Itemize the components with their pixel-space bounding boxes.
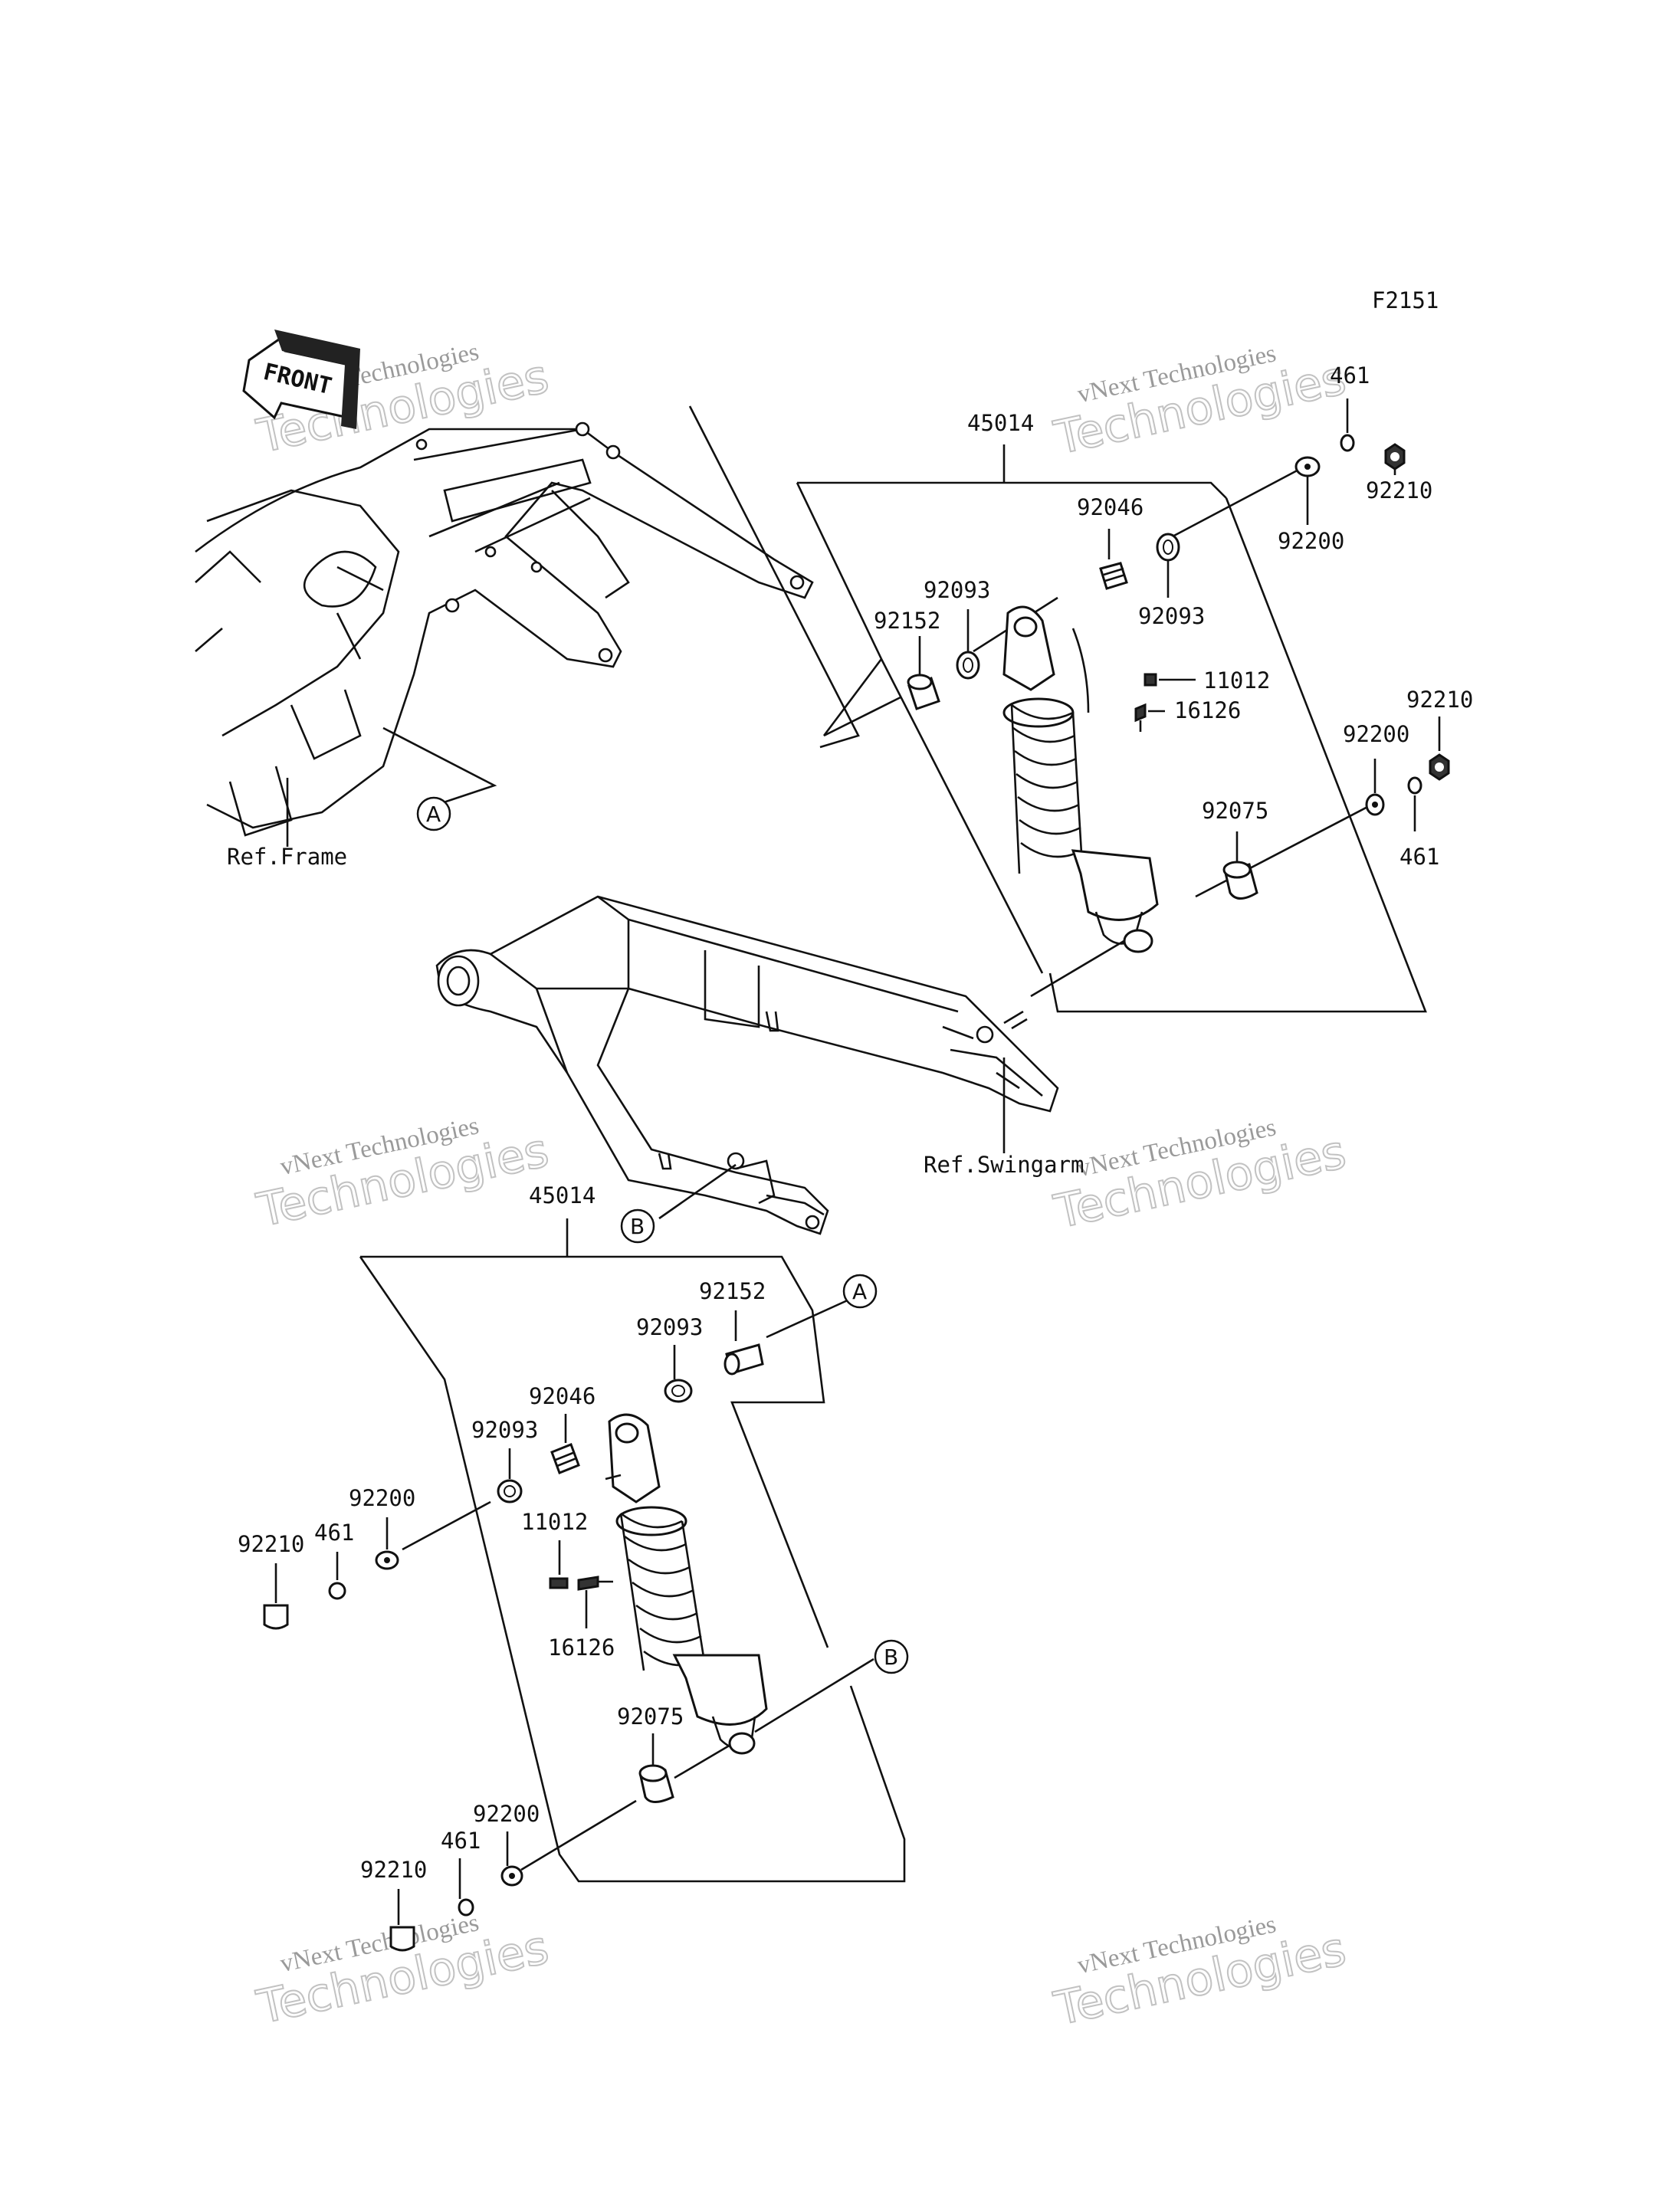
- marker-b-label: B: [884, 1644, 898, 1670]
- watermark-bottom-left: Technologies vNext Technologies: [251, 1909, 554, 2035]
- lower-part-92200-bottom: 92200: [473, 1801, 540, 1887]
- upper-part-11012: 11012: [1144, 667, 1270, 694]
- part-number-92093: 92093: [924, 577, 990, 603]
- watermark-bottom-right: Technologies vNext Technologies: [1048, 1910, 1351, 2037]
- marker-a-lower: A: [842, 1274, 878, 1309]
- lower-left-axis-line: [402, 1500, 491, 1551]
- lower-part-461-left: 461: [314, 1520, 354, 1600]
- front-arrow-icon: FRONT: [242, 330, 360, 429]
- lower-part-92210-left: 92210: [238, 1531, 304, 1630]
- frame-drawing: [195, 421, 814, 837]
- lower-shock-absorber: [605, 1413, 768, 1755]
- watermark-mid-left: Technologies vNext Technologies: [251, 1112, 554, 1238]
- marker-b-leader-line: [658, 1163, 737, 1220]
- upper-part-92210-right: 92210: [1406, 687, 1473, 781]
- part-number-92152: 92152: [699, 1278, 766, 1304]
- marker-b-lower: B: [874, 1639, 909, 1674]
- upper-part-92075: 92075: [1202, 798, 1268, 900]
- upper-assembly-number: 45014: [967, 410, 1034, 436]
- upper-part-92046: 92046: [1077, 494, 1144, 590]
- part-number-16126: 16126: [548, 1635, 615, 1661]
- part-number-461: 461: [1399, 844, 1439, 870]
- upper-shock-absorber: [1002, 605, 1159, 953]
- part-number-92200: 92200: [1343, 721, 1409, 747]
- marker-a-label: A: [426, 802, 441, 827]
- marker-a-label: A: [852, 1279, 867, 1304]
- lower-part-16126: 16126: [548, 1576, 615, 1661]
- part-number-92210: 92210: [238, 1531, 304, 1557]
- ref-swingarm-label: Ref.Swingarm: [924, 1152, 1084, 1178]
- upper-part-461: 461: [1330, 362, 1370, 452]
- lower-assembly-number: 45014: [529, 1182, 596, 1208]
- lower-part-11012: 11012: [521, 1509, 588, 1589]
- lower-part-92200-left: 92200: [349, 1485, 415, 1570]
- part-number-92200: 92200: [473, 1801, 540, 1827]
- marker-a-upper: A: [416, 796, 451, 831]
- part-number-92046: 92046: [1077, 494, 1144, 520]
- part-number-16126: 16126: [1174, 697, 1241, 723]
- upper-part-92200-top: 92200: [1278, 456, 1344, 554]
- ref-frame-label: Ref.Frame: [227, 844, 347, 870]
- lower-part-92093-top: 92093: [636, 1314, 703, 1403]
- upper-part-92200-right: 92200: [1343, 721, 1409, 816]
- lower-assembly: 45014 A B: [238, 1182, 909, 1952]
- lower-part-92075: 92075: [617, 1703, 684, 1803]
- lower-assembly-bracket: [359, 1255, 906, 1883]
- frame-leader-line: [688, 405, 860, 749]
- upper-part-92152: 92152: [874, 608, 940, 710]
- upper-part-92210-top: 92210: [1366, 443, 1432, 503]
- upper-assembly: 45014 461 92210: [796, 362, 1473, 1013]
- part-number-92200: 92200: [349, 1485, 415, 1511]
- part-number-461: 461: [1330, 362, 1370, 389]
- part-number-11012: 11012: [1203, 667, 1270, 694]
- watermark-mid-right: Technologies vNext Technologies: [1048, 1113, 1351, 1240]
- upper-top-axis-line: [823, 466, 1304, 737]
- swingarm-drawing: [435, 895, 1059, 1235]
- part-number-92093: 92093: [636, 1314, 703, 1340]
- upper-part-461-right: 461: [1399, 776, 1439, 870]
- upper-part-92093-right: 92093: [1138, 533, 1205, 629]
- lower-top-axis-line: [766, 1297, 851, 1339]
- lower-part-92210-bottom: 92210: [360, 1857, 427, 1952]
- lower-part-92046: 92046: [529, 1383, 596, 1474]
- upper-part-16126: 16126: [1134, 697, 1241, 732]
- lower-part-92093-left: 92093: [471, 1417, 538, 1503]
- part-number-461: 461: [314, 1520, 354, 1546]
- part-number-92210: 92210: [1406, 687, 1473, 713]
- marker-a-leader-line: [382, 726, 497, 810]
- part-number-92075: 92075: [617, 1703, 684, 1730]
- watermark-top-right: Technologies vNext Technologies: [1048, 339, 1351, 466]
- part-number-92093: 92093: [1138, 603, 1205, 629]
- figure-code: F2151: [1372, 287, 1439, 313]
- upper-assembly-bracket: [796, 481, 1427, 1013]
- part-number-92075: 92075: [1202, 798, 1268, 824]
- part-number-92046: 92046: [529, 1383, 596, 1409]
- part-number-92200: 92200: [1278, 528, 1344, 554]
- part-number-92210: 92210: [360, 1857, 427, 1883]
- part-number-11012: 11012: [521, 1509, 588, 1535]
- part-number-92093: 92093: [471, 1417, 538, 1443]
- part-number-92152: 92152: [874, 608, 940, 634]
- upper-part-92093-left: 92093: [924, 577, 990, 680]
- marker-b-label: B: [630, 1214, 645, 1239]
- lower-part-461-bottom: 461: [441, 1828, 481, 1917]
- upper-bottom-axis-line: [1030, 803, 1373, 998]
- part-number-92210: 92210: [1366, 477, 1432, 503]
- part-number-461: 461: [441, 1828, 481, 1854]
- marker-b-upper: B: [620, 1208, 655, 1244]
- lower-part-92152: 92152: [699, 1278, 766, 1376]
